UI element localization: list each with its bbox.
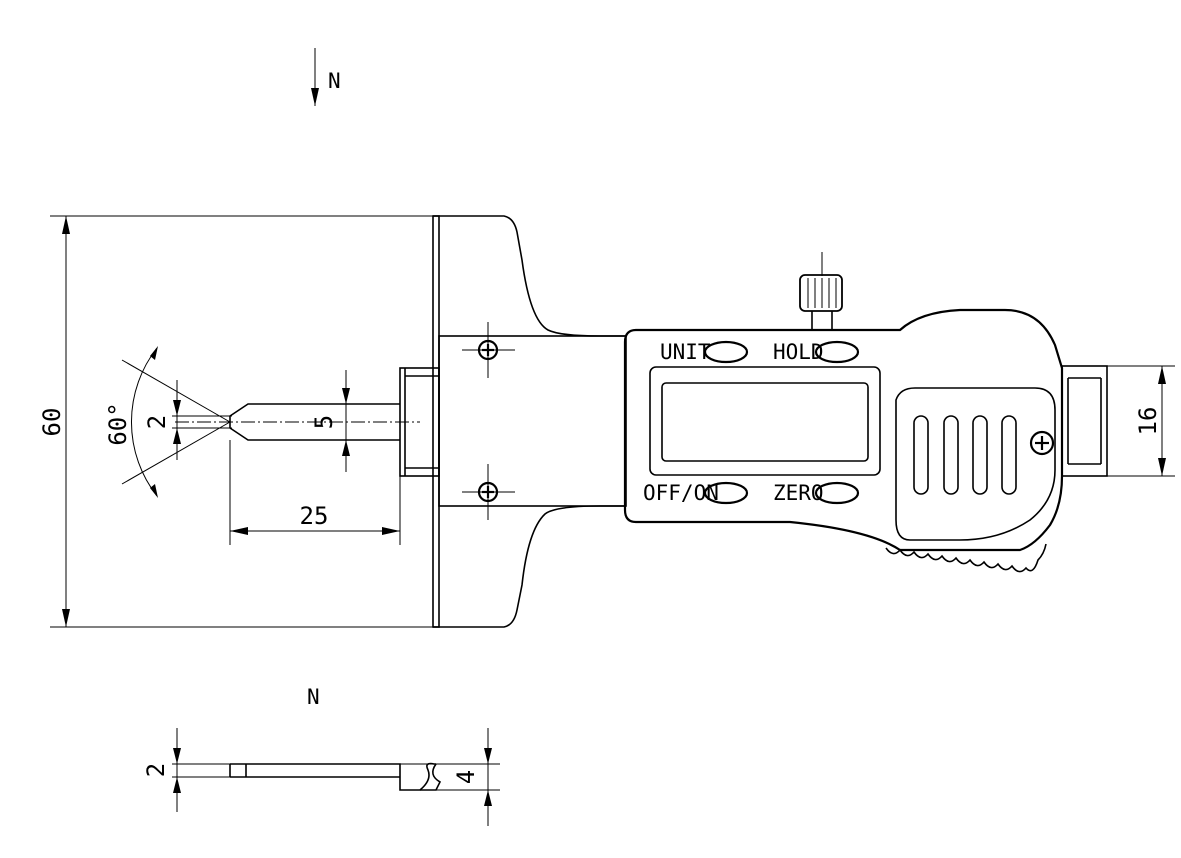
section-view: N 2 4	[142, 685, 500, 826]
dim-height-label: 60	[38, 408, 66, 437]
screw-icon	[462, 322, 515, 378]
dim-rod-length-label: 25	[300, 502, 329, 530]
dim-spindle-label: 16	[1134, 407, 1162, 436]
unit-button[interactable]: UNIT	[660, 340, 749, 364]
dim-tip-width-label: 2	[143, 415, 171, 429]
section-arrow-label: N	[328, 69, 341, 93]
dim-rod-length: 25	[229, 440, 401, 545]
dim-tip-width: 2	[143, 380, 232, 460]
gauge-body	[623, 252, 1064, 573]
thumb-wheel-icon	[799, 252, 843, 331]
spindle: 16	[1061, 365, 1175, 477]
dim-base-height-label: 4	[452, 770, 480, 784]
dim-angle: 60°	[104, 346, 231, 498]
dim-rod-diameter-label: 5	[310, 415, 338, 429]
probe-rod	[175, 367, 440, 477]
dim-base-thickness-label: 2	[142, 763, 170, 777]
gauge-base	[50, 215, 627, 628]
dim-height: 60	[38, 216, 70, 627]
screw-icon	[1029, 430, 1055, 456]
dim-rod-diameter: 5	[310, 370, 350, 472]
power-button[interactable]: OFF/ON	[643, 481, 749, 505]
power-button-label: OFF/ON	[643, 481, 719, 505]
screw-icon	[462, 464, 515, 520]
unit-button-label: UNIT	[660, 340, 711, 364]
hold-button[interactable]: HOLD	[773, 340, 860, 364]
dim-angle-label: 60°	[104, 402, 132, 445]
section-view-label: N	[307, 685, 320, 709]
section-arrow: N	[311, 48, 341, 106]
zero-button[interactable]: ZERO	[773, 481, 860, 505]
